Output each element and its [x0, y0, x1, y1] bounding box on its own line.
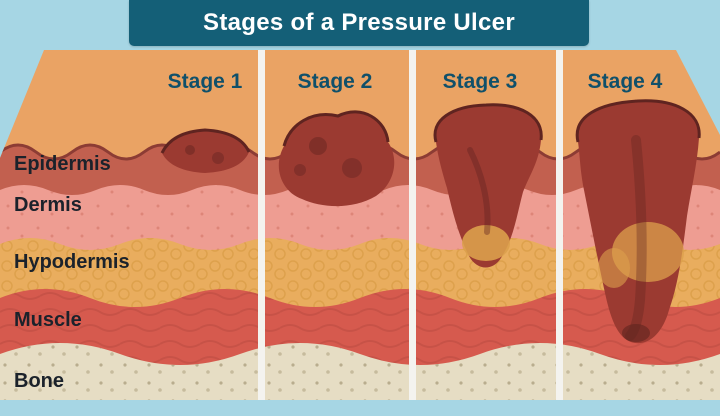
- layer-label-hypodermis: Hypodermis: [14, 251, 130, 273]
- stage-divider-1: [258, 50, 265, 400]
- stage-4-wound: [575, 99, 701, 344]
- stage-3-wound: [433, 103, 543, 268]
- stage-divider-2: [409, 50, 416, 400]
- layer-label-muscle: Muscle: [14, 309, 82, 331]
- title-banner: Stages of a Pressure Ulcer: [129, 0, 589, 46]
- layer-label-epidermis: Epidermis: [14, 153, 111, 175]
- layer-label-bone: Bone: [14, 370, 64, 392]
- stage-2-label: Stage 2: [297, 70, 373, 93]
- page-title: Stages of a Pressure Ulcer: [203, 9, 515, 36]
- stage-1-wound: [160, 128, 251, 173]
- stage-1-label: Stage 1: [167, 70, 243, 93]
- stage-3-label: Stage 3: [442, 70, 518, 93]
- stage-4-label: Stage 4: [587, 70, 663, 93]
- layer-label-dermis: Dermis: [14, 194, 82, 216]
- bone-texture: [0, 343, 720, 400]
- stage-2-wound: [278, 110, 395, 207]
- stage-divider-3: [556, 50, 563, 400]
